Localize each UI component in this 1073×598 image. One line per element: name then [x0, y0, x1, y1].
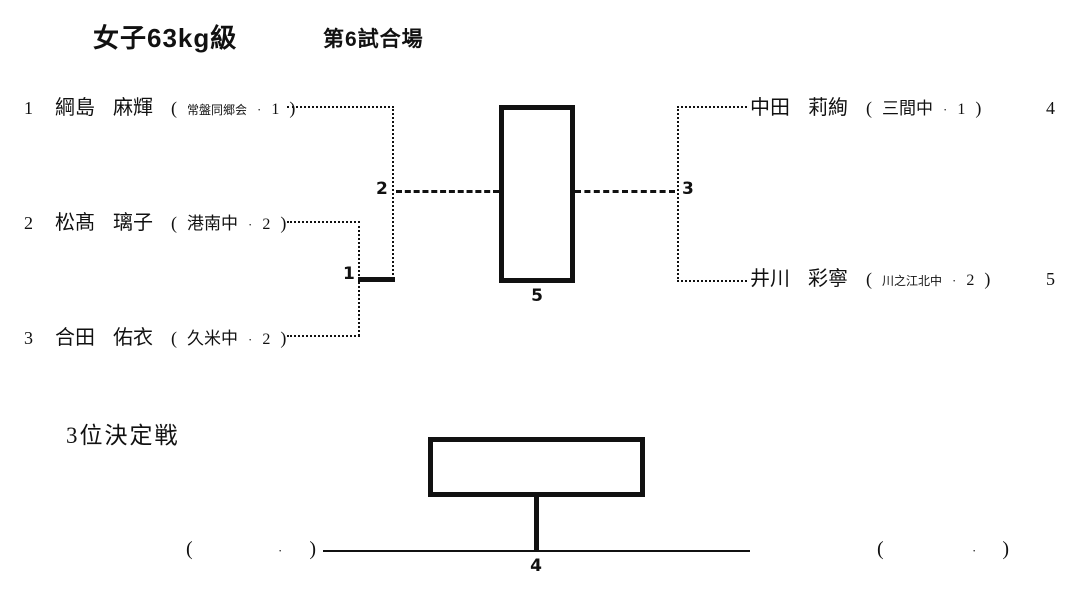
entry-affiliation: ( 久米中 · 2 ) [171, 324, 286, 354]
weight-class-title: 女子63kg級 [93, 23, 238, 53]
entry-seed: 5 [1046, 269, 1055, 289]
open-paren: ( [171, 328, 177, 348]
third-place-baseline [323, 550, 750, 552]
open-paren: ( [866, 98, 872, 118]
separator-dot: · [257, 102, 262, 117]
close-paren: ) [309, 538, 316, 560]
separator-dot: · [972, 543, 977, 558]
entry-first-name: 彩寧 [808, 268, 848, 290]
entry-grade: 2 [262, 216, 271, 233]
entry-row-right-1: 中田 莉絢 ( 三間中 · 1 ) 4 [750, 94, 1055, 122]
finalist-line-left [396, 190, 499, 193]
bracket-line-entry2 [287, 221, 360, 223]
entry-last-name: 合田 [55, 327, 95, 349]
close-paren: ) [1002, 538, 1009, 560]
bracket-vertical-match2 [392, 106, 394, 282]
open-paren: ( [877, 538, 884, 560]
close-paren: ) [289, 98, 296, 118]
bracket-vertical-match3 [677, 106, 679, 282]
entry-row-left-3: 3 合田 佑衣 ( 久米中 · 2 ) [24, 324, 286, 352]
match-number-4: 4 [530, 556, 542, 576]
entry-affiliation: ( 港南中 · 2 ) [171, 209, 286, 239]
entry-first-name: 佑衣 [113, 327, 153, 349]
entry-seed: 3 [24, 328, 33, 348]
entry-club: 常盤同郷会 [187, 103, 248, 117]
entry-first-name: 莉絢 [808, 97, 848, 119]
open-paren: ( [171, 213, 177, 233]
third-place-vertical-line [534, 497, 539, 552]
separator-dot: · [943, 102, 948, 117]
entry-affiliation: ( 三間中 · 1 ) [866, 94, 981, 124]
separator-dot: · [248, 217, 253, 232]
finalist-line-right [575, 190, 675, 193]
match-number-5: 5 [531, 286, 543, 306]
entry-last-name: 綱島 [55, 97, 95, 119]
entry-row-left-2: 2 松髙 璃子 ( 港南中 · 2 ) [24, 209, 286, 237]
bracket-line-entry5 [677, 280, 747, 282]
close-paren: ) [280, 328, 287, 348]
entry-first-name: 璃子 [113, 212, 153, 234]
match-number-2: 2 [376, 179, 388, 199]
open-paren: ( [866, 269, 872, 289]
match-number-3: 3 [682, 179, 694, 199]
close-paren: ) [984, 269, 991, 289]
open-paren: ( [186, 538, 193, 560]
entry-seed: 4 [1046, 98, 1055, 118]
entry-club: 久米中 [187, 329, 238, 348]
entry-last-name: 松髙 [55, 212, 95, 234]
entry-grade: 1 [957, 101, 966, 118]
final-match-box [499, 105, 575, 283]
entry-club: 川之江北中 [882, 274, 943, 288]
open-paren: ( [171, 98, 177, 118]
entry-grade: 2 [262, 331, 271, 348]
close-paren: ) [280, 213, 287, 233]
separator-dot: · [278, 543, 283, 558]
match-area-label: 第6試合場 [323, 28, 424, 51]
entry-first-name: 麻輝 [113, 97, 153, 119]
bracket-line-entry4 [677, 106, 747, 108]
entry-grade: 1 [271, 101, 280, 118]
winner-line-match1 [358, 277, 395, 282]
third-place-slot-left: ( · ) [186, 538, 316, 564]
close-paren: ) [975, 98, 982, 118]
bracket-line-entry3 [287, 335, 360, 337]
third-place-match-box [428, 437, 645, 497]
separator-dot: · [952, 273, 957, 288]
entry-last-name: 中田 [750, 97, 790, 119]
separator-dot: · [248, 332, 253, 347]
entry-seed: 1 [24, 98, 33, 118]
entry-row-left-1: 1 綱島 麻輝 ( 常盤同郷会 · 1 ) [24, 94, 295, 122]
entry-affiliation: ( 川之江北中 · 2 ) [866, 265, 990, 295]
entry-grade: 2 [966, 272, 975, 289]
match-number-1: 1 [343, 264, 355, 284]
bracket-line-entry1 [287, 106, 394, 108]
third-place-slot-right: ( · ) [877, 538, 1009, 564]
entry-last-name: 井川 [750, 268, 790, 290]
entry-seed: 2 [24, 213, 33, 233]
third-place-heading: 3位決定戦 [66, 423, 180, 448]
entry-club: 港南中 [187, 214, 238, 233]
entry-row-right-2: 井川 彩寧 ( 川之江北中 · 2 ) 5 [750, 265, 1055, 293]
entry-club: 三間中 [882, 99, 933, 118]
entry-affiliation: ( 常盤同郷会 · 1 ) [171, 94, 295, 124]
